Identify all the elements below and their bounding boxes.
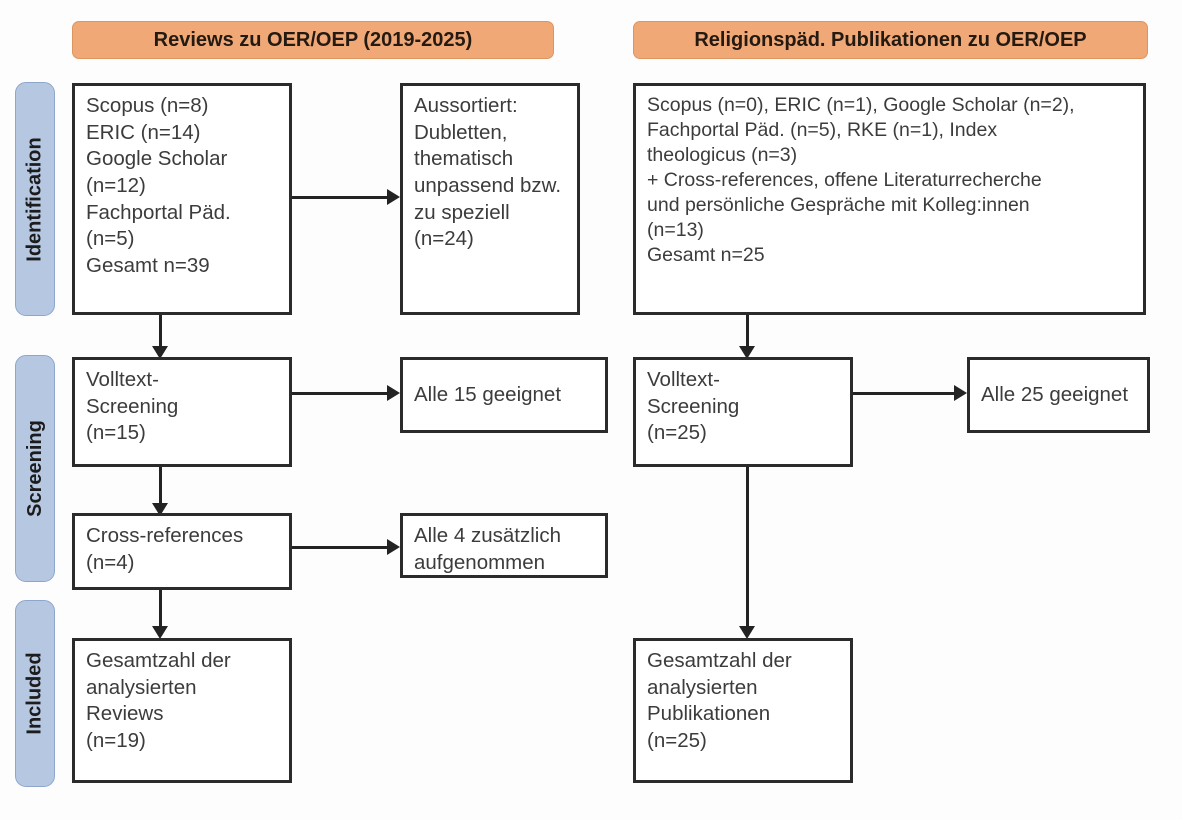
arrowhead-left-identification-to-screening: [152, 346, 168, 359]
box-left-crossrefs: Cross-references (n=4): [72, 513, 292, 590]
connector-left-screening-to-result: [292, 392, 388, 395]
connector-left-identification-to-screening: [159, 315, 162, 351]
arrowhead-right-screening-to-result: [954, 385, 967, 401]
phase-bar-identification: Identification: [15, 82, 55, 316]
phase-label-identification: Identification: [23, 136, 46, 262]
arrowhead-left-crossrefs-to-result: [387, 539, 400, 555]
arrowhead-right-screening-to-included: [739, 626, 755, 639]
column-header-reviews: Reviews zu OER/OEP (2019-2025): [72, 21, 554, 59]
arrowhead-left-screening-to-result: [387, 385, 400, 401]
connector-left-identification-to-excluded: [292, 196, 388, 199]
arrowhead-left-crossrefs-to-included: [152, 626, 168, 639]
box-right-screening-result: Alle 25 geeignet: [967, 357, 1150, 433]
box-right-included: Gesamtzahl der analysierten Publikatione…: [633, 638, 853, 783]
connector-left-crossrefs-to-included: [159, 590, 162, 632]
arrowhead-left-screening-to-crossrefs: [152, 503, 168, 516]
column-header-religionspaed-label: Religionspäd. Publikationen zu OER/OEP: [694, 28, 1087, 51]
connector-right-screening-to-included: [746, 467, 749, 632]
box-left-identification: Scopus (n=8) ERIC (n=14) Google Scholar …: [72, 83, 292, 315]
phase-label-included: Included: [23, 652, 46, 735]
phase-label-screening: Screening: [23, 420, 46, 517]
column-header-religionspaed: Religionspäd. Publikationen zu OER/OEP: [633, 21, 1148, 59]
connector-left-crossrefs-to-result: [292, 546, 388, 549]
box-right-screening: Volltext- Screening (n=25): [633, 357, 853, 467]
arrowhead-right-identification-to-screening: [739, 346, 755, 359]
box-right-identification: Scopus (n=0), ERIC (n=1), Google Scholar…: [633, 83, 1146, 315]
box-left-excluded: Aussortiert: Dubletten, thematisch unpas…: [400, 83, 580, 315]
box-left-screening-result: Alle 15 geeignet: [400, 357, 608, 433]
arrowhead-left-identification-to-excluded: [387, 189, 400, 205]
phase-bar-included: Included: [15, 600, 55, 787]
column-header-reviews-label: Reviews zu OER/OEP (2019-2025): [153, 28, 473, 51]
connector-left-screening-to-crossrefs: [159, 467, 162, 509]
connector-right-identification-to-screening: [746, 315, 749, 351]
phase-bar-screening: Screening: [15, 355, 55, 582]
box-left-included: Gesamtzahl der analysierten Reviews (n=1…: [72, 638, 292, 783]
box-left-crossrefs-result: Alle 4 zusätzlich aufgenommen: [400, 513, 608, 578]
box-left-screening: Volltext- Screening (n=15): [72, 357, 292, 467]
connector-right-screening-to-result: [853, 392, 956, 395]
